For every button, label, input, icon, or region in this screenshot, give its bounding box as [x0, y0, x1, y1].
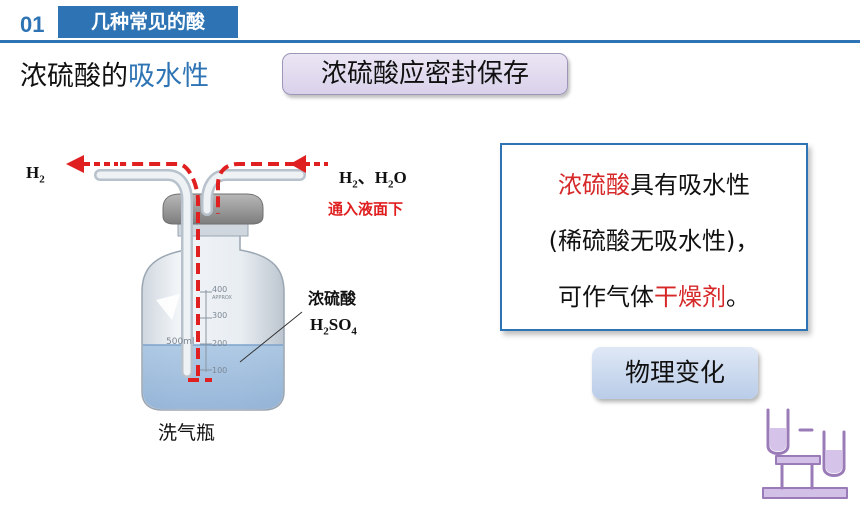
gas-in-sep: 、H	[357, 168, 388, 187]
property-line-1-red: 浓硫酸	[558, 171, 630, 199]
page-title-highlight: 吸水性	[128, 61, 209, 92]
bottle-caption: 洗气瓶	[158, 422, 216, 444]
formula-so: SO	[328, 315, 352, 334]
gas-flow-path	[120, 162, 296, 382]
gas-in-o-sub: 2	[387, 178, 394, 191]
gas-out-h: H	[26, 163, 40, 182]
section-number: 01	[20, 12, 45, 37]
mark-100: 100	[212, 366, 227, 375]
mark-300: 300	[212, 311, 227, 320]
gas-in-label: H2、H2O	[339, 163, 407, 190]
gas-in-note: 通入液面下	[328, 200, 404, 218]
test-tube-rack-icon	[762, 408, 848, 499]
section-title: 几种常见的酸	[90, 11, 205, 33]
mark-approx: APPROX	[212, 295, 233, 301]
page-title-prefix: 浓硫酸的	[20, 61, 128, 92]
gas-out-label: H2	[26, 163, 45, 185]
glass-tubes	[94, 169, 306, 378]
mark-200: 200	[212, 339, 227, 348]
formula-h: H	[310, 315, 324, 334]
arrow-out-icon	[66, 155, 118, 173]
gas-out-sub: 2	[39, 173, 45, 186]
section-title-box	[58, 6, 238, 38]
acid-name-label: 浓硫酸	[308, 289, 357, 308]
mark-volume: 500ml	[166, 337, 194, 347]
formula-so-sub: 4	[351, 325, 357, 338]
property-line-2: (稀硫酸无吸水性)，	[548, 227, 760, 255]
storage-note-button[interactable]: 浓硫酸应密封保存	[282, 53, 568, 95]
property-line-1: 浓硫酸具有吸水性	[502, 165, 806, 200]
gas-in-o: O	[393, 168, 407, 187]
graduation-marks: 400 APPROX 300 200 100 500ml	[166, 285, 233, 375]
gas-in-h: H	[339, 168, 353, 187]
page-title: 浓硫酸的吸水性	[20, 54, 209, 93]
acid-formula-label: H2SO4	[310, 315, 357, 337]
arrow-in-icon	[290, 155, 328, 173]
property-line-3-red: 干燥剂	[654, 283, 726, 311]
acid-leader-line	[239, 311, 303, 363]
property-line-1-rest: 具有吸水性	[630, 171, 750, 199]
physical-change-button[interactable]: 物理变化	[592, 347, 758, 399]
formula-h-sub: 2	[323, 325, 329, 338]
header-divider	[0, 40, 860, 43]
gas-in-h-sub: 2	[352, 178, 358, 191]
property-line-3-suffix: 。	[726, 283, 750, 311]
bottle-body	[141, 231, 285, 411]
mark-400: 400	[212, 285, 227, 294]
property-box: 浓硫酸具有吸水性 (稀硫酸无吸水性)， 可作气体干燥剂。	[500, 143, 808, 331]
property-line-3-prefix: 可作气体	[558, 283, 654, 311]
property-line-3: 可作气体干燥剂。	[502, 277, 806, 312]
